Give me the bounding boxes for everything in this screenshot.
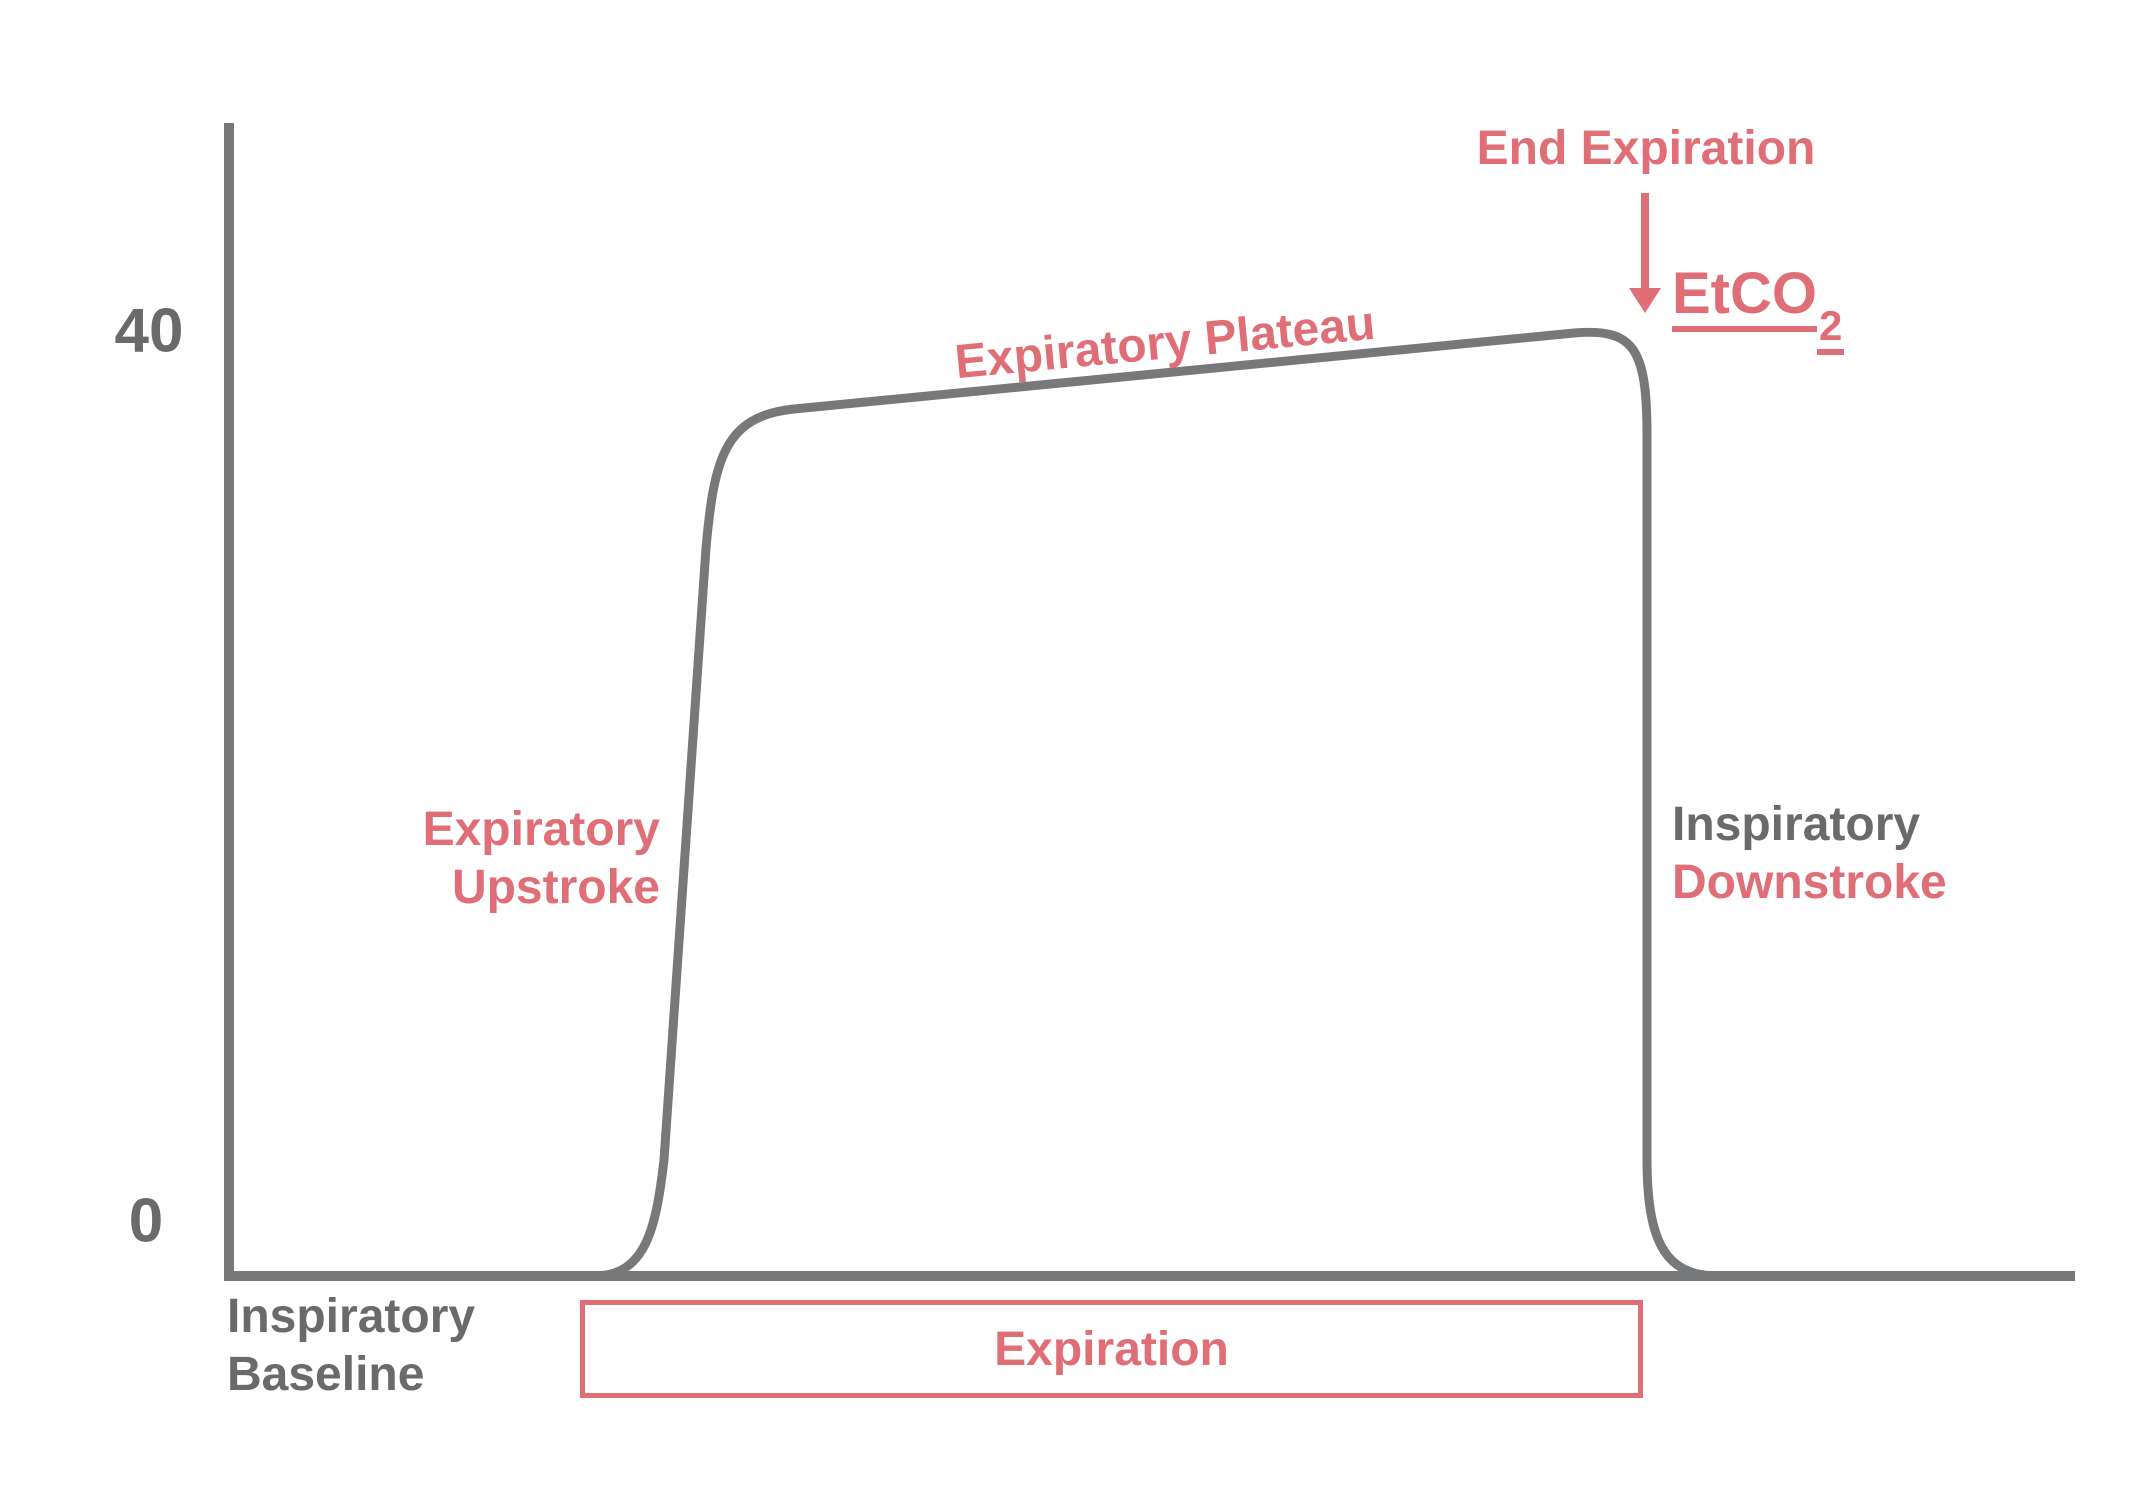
expiration-label: Expiration <box>994 1322 1229 1376</box>
y-axis-tick-0: 0 <box>128 1186 164 1256</box>
inspiratory-baseline-line1: Inspiratory <box>227 1290 476 1343</box>
expiratory-upstroke-line2: Upstroke <box>451 860 660 914</box>
etco2-main-text: EtCO <box>1672 262 1817 332</box>
axis-lines <box>224 123 2075 1281</box>
inspiratory-downstroke-label: Inspiratory Downstroke <box>1672 796 1947 911</box>
expiratory-upstroke-line1: Expiratory <box>422 803 660 856</box>
inspiratory-downstroke-line1: Inspiratory <box>1672 798 1921 851</box>
etco2-subscript: 2 <box>1817 305 1845 355</box>
y-axis-tick-40: 40 <box>114 296 184 366</box>
end-expiration-label: End Expiration <box>1476 122 1816 175</box>
end-expiration-arrow-head-icon <box>1629 288 1661 313</box>
expiratory-upstroke-label: Expiratory Upstroke <box>423 801 660 916</box>
inspiratory-baseline-label: Inspiratory Baseline <box>227 1288 475 1403</box>
expiration-box: Expiration <box>580 1300 1643 1398</box>
inspiratory-baseline-line2: Baseline <box>227 1347 425 1401</box>
co2-waveform <box>593 327 1719 1281</box>
inspiratory-downstroke-line2: Downstroke <box>1672 855 1947 909</box>
